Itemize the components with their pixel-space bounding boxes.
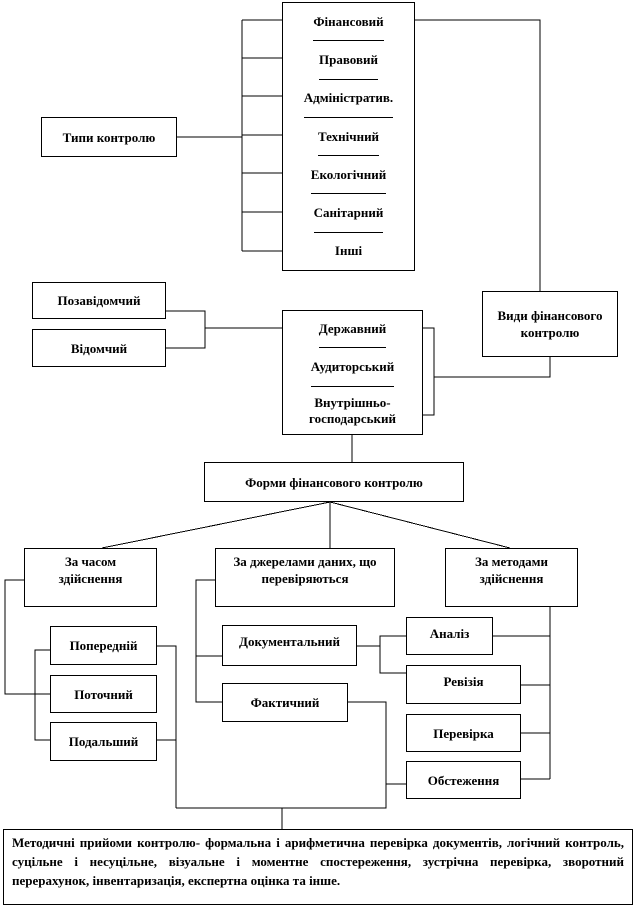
kinds-of-financial-control-label: Види фінансового контролю	[497, 308, 603, 340]
type-financial: Фінансовий	[313, 3, 384, 42]
check-box: Перевірка	[406, 714, 521, 752]
by-methods-label: За методами здійснення	[475, 554, 548, 586]
by-sources-box: За джерелами даних, що перевіряються	[215, 548, 395, 607]
kinds-list: Державний Аудиторський Внутрішньо-господ…	[282, 310, 423, 435]
inspection-label: Обстеження	[427, 772, 500, 788]
actual-box: Фактичний	[222, 683, 348, 722]
forms-of-financial-control-label: Форми фінансового контролю	[245, 474, 423, 490]
types-list: Фінансовий Правовий Адміністратив. Техні…	[282, 2, 415, 271]
non-departmental-box: Позавідомчий	[32, 282, 166, 319]
current-label: Поточний	[74, 686, 133, 702]
kind-audit: Аудиторський	[310, 348, 395, 387]
types-of-control-box: Типи контролю	[41, 117, 177, 157]
forms-of-financial-control-box: Форми фінансового контролю	[204, 462, 464, 502]
methodical-techniques-text: Методичні прийоми контролю- формальна і …	[12, 835, 624, 888]
subsequent-label: Подальший	[68, 734, 139, 749]
types-of-control-label: Типи контролю	[62, 129, 156, 145]
by-sources-label: За джерелами даних, що перевіряються	[233, 554, 377, 586]
documental-box: Документальний	[222, 625, 357, 666]
by-methods-box: За методами здійснення	[445, 548, 578, 607]
revision-label: Ревізія	[443, 674, 484, 689]
type-other: Інші	[334, 243, 363, 259]
preliminary-label: Попередній	[69, 638, 138, 653]
type-technical: Технічний	[317, 118, 380, 157]
actual-label: Фактичний	[250, 695, 320, 710]
type-sanitary: Санітарний	[313, 194, 384, 233]
non-departmental-label: Позавідомчий	[57, 293, 141, 308]
type-legal: Правовий	[319, 41, 378, 80]
revision-box: Ревізія	[406, 665, 521, 704]
kind-state: Державний	[318, 311, 387, 348]
analysis-label: Аналіз	[429, 626, 470, 641]
inspection-box: Обстеження	[406, 761, 521, 799]
subsequent-box: Подальший	[50, 722, 157, 761]
check-label: Перевірка	[433, 725, 494, 741]
analysis-box: Аналіз	[406, 617, 493, 655]
departmental-box: Відомчий	[32, 329, 166, 367]
kind-internal: Внутрішньо-господарський	[309, 394, 396, 426]
by-time-label: За часом здійснення	[58, 554, 123, 586]
type-administrative: Адміністратив.	[303, 80, 394, 118]
preliminary-box: Попередній	[50, 626, 157, 665]
by-time-box: За часом здійснення	[24, 548, 157, 607]
current-box: Поточний	[50, 675, 157, 713]
departmental-label: Відомчий	[70, 340, 128, 356]
type-ecological: Екологічний	[310, 156, 387, 195]
documental-label: Документальний	[239, 634, 340, 649]
kinds-of-financial-control-box: Види фінансового контролю	[482, 291, 618, 357]
methodical-techniques-note: Методичні прийоми контролю- формальна і …	[3, 829, 633, 905]
